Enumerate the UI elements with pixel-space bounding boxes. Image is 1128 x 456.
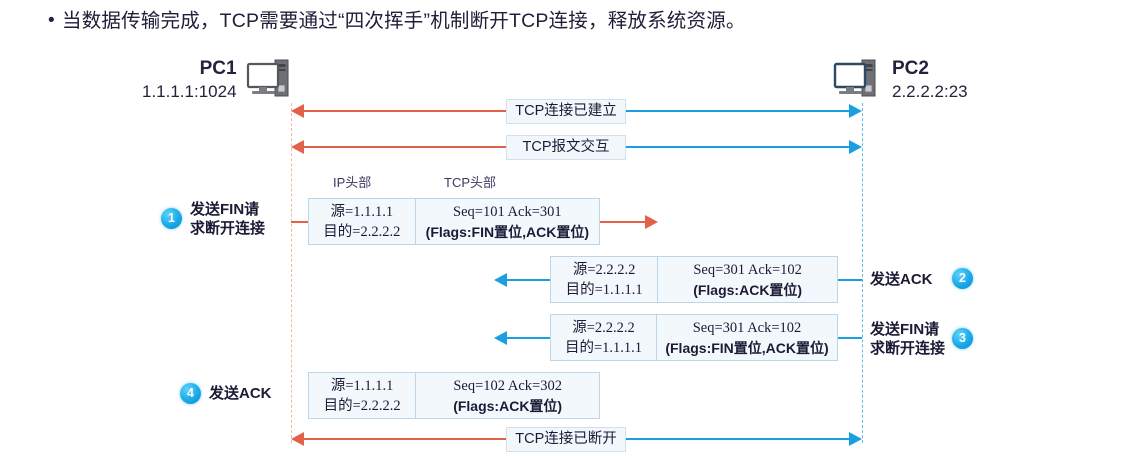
endpoint-pc1: PC1 1.1.1.1:1024 — [142, 58, 297, 104]
step-note-4-line1: 发送ACK — [209, 385, 272, 402]
status-arrow-label: TCP报文交互 — [506, 135, 626, 160]
arrow-shaft-blue — [507, 279, 550, 281]
arrow-shaft-red — [304, 438, 506, 440]
packet-1-ip-dst: 目的=2.2.2.2 — [323, 223, 401, 240]
arrow-shaft-blue — [507, 337, 550, 339]
packet-2-seq-ack: Seq=301 Ack=102 — [693, 261, 802, 278]
caption-tcp-header: TCP头部 — [444, 175, 497, 190]
step-note-1-line1: 发送FIN请 — [190, 201, 260, 218]
packet-4-ip-header: 源=1.1.1.1 目的=2.2.2.2 — [309, 373, 417, 418]
step-note-4: 发送ACK — [209, 384, 272, 403]
arrow-shaft-red — [304, 110, 506, 112]
packet-3-tcp-header: Seq=301 Ack=102 (Flags:FIN置位,ACK置位) — [657, 315, 837, 360]
arrow-head-left — [494, 330, 507, 345]
bullet-line: • 当数据传输完成，TCP需要通过“四次挥手”机制断开TCP连接，释放系统资源。 — [48, 6, 1098, 36]
packet-1-ip-header: 源=1.1.1.1 目的=2.2.2.2 — [309, 199, 416, 244]
connector-stub-left — [291, 221, 308, 223]
arrow-head-left — [291, 139, 304, 154]
packet-1-tcp-header: Seq=101 Ack=301 (Flags:FIN置位,ACK置位) — [416, 199, 599, 244]
packet-3-seq-ack: Seq=301 Ack=102 — [692, 319, 802, 336]
step-note-3: 发送FIN请 求断开连接 — [870, 320, 945, 358]
packet-2-flags: (Flags:ACK置位) — [693, 281, 803, 298]
step-note-2: 发送ACK — [870, 270, 933, 289]
pc1-name: PC1 — [199, 58, 237, 79]
step-badge-2: 2 — [952, 268, 973, 289]
connector-stub-right — [838, 279, 862, 281]
packet-2-ip-src: 源=2.2.2.2 — [572, 261, 636, 278]
arrow-head-right — [849, 103, 862, 118]
packet-2-tcp-header: Seq=301 Ack=102 (Flags:ACK置位) — [658, 257, 837, 302]
pc2-name: PC2 — [892, 58, 929, 79]
arrow-head-right — [849, 139, 862, 154]
packet-4-flags: (Flags:ACK置位) — [453, 397, 563, 414]
arrow-shaft-red — [600, 221, 645, 223]
packet-1-flags: (Flags:FIN置位,ACK置位) — [425, 223, 589, 240]
arrow-head-right — [645, 214, 658, 229]
packet-3-ip-header: 源=2.2.2.2 目的=1.1.1.1 — [551, 315, 657, 360]
packet-2-ip-dst: 目的=1.1.1.1 — [565, 281, 643, 298]
packet-3-ip-dst: 目的=1.1.1.1 — [564, 339, 643, 356]
arrow-shaft-blue — [626, 146, 849, 148]
bullet-marker: • — [48, 10, 55, 31]
packet-1-seq-ack: Seq=101 Ack=301 — [453, 203, 562, 220]
packet-2-ip-header: 源=2.2.2.2 目的=1.1.1.1 — [551, 257, 659, 302]
desktop-computer-icon — [245, 58, 297, 104]
lifeline-pc1 — [291, 103, 292, 443]
packet-1-ip-src: 源=1.1.1.1 — [330, 203, 394, 220]
arrow-head-left — [494, 272, 507, 287]
step-note-2-line1: 发送ACK — [870, 271, 933, 288]
step-note-3-line2: 求断开连接 — [870, 340, 946, 357]
packet-box-3: 源=2.2.2.2 目的=1.1.1.1 Seq=301 Ack=102 (Fl… — [550, 314, 838, 361]
pc1-address: 1.1.1.1:1024 — [142, 82, 237, 101]
arrow-head-left — [291, 431, 304, 446]
packet-4-seq-ack: Seq=102 Ack=302 — [453, 377, 562, 394]
packet-3-ip-src: 源=2.2.2.2 — [572, 319, 635, 336]
packet-4-ip-dst: 目的=2.2.2.2 — [323, 397, 401, 414]
bullet-text: 当数据传输完成，TCP需要通过“四次挥手”机制断开TCP连接，释放系统资源。 — [62, 10, 746, 32]
arrow-shaft-blue — [626, 438, 849, 440]
packet-4-tcp-header: Seq=102 Ack=302 (Flags:ACK置位) — [416, 373, 599, 418]
pc2-address: 2.2.2.2:23 — [892, 82, 968, 101]
status-arrow-label: TCP连接已断开 — [506, 427, 626, 452]
arrow-shaft-blue — [626, 110, 849, 112]
connector-stub-right — [838, 337, 862, 339]
desktop-computer-icon — [832, 58, 884, 104]
arrow-head-left — [291, 103, 304, 118]
packet-box-1: 源=1.1.1.1 目的=2.2.2.2 Seq=101 Ack=301 (Fl… — [308, 198, 600, 245]
step-note-3-line1: 发送FIN请 — [870, 321, 940, 338]
step-note-1-line2: 求断开连接 — [190, 220, 266, 237]
pc2-labels: PC2 2.2.2.2:23 — [892, 58, 968, 104]
arrow-shaft-red — [304, 146, 506, 148]
packet-box-4: 源=1.1.1.1 目的=2.2.2.2 Seq=102 Ack=302 (Fl… — [308, 372, 600, 419]
lifeline-pc2 — [862, 103, 863, 443]
endpoint-pc2: PC2 2.2.2.2:23 — [832, 58, 968, 104]
step-note-1: 发送FIN请 求断开连接 — [190, 200, 265, 238]
status-arrow-label: TCP连接已建立 — [506, 99, 626, 124]
pc1-labels: PC1 1.1.1.1:1024 — [142, 58, 237, 104]
arrow-head-right — [849, 431, 862, 446]
step-badge-4: 4 — [180, 383, 201, 404]
step-badge-1: 1 — [161, 208, 182, 229]
step-badge-3: 3 — [952, 328, 973, 349]
caption-ip-header: IP头部 — [333, 175, 372, 190]
packet-box-2: 源=2.2.2.2 目的=1.1.1.1 Seq=301 Ack=102 (Fl… — [550, 256, 838, 303]
packet-4-ip-src: 源=1.1.1.1 — [330, 377, 394, 394]
packet-3-flags: (Flags:FIN置位,ACK置位) — [665, 339, 829, 356]
